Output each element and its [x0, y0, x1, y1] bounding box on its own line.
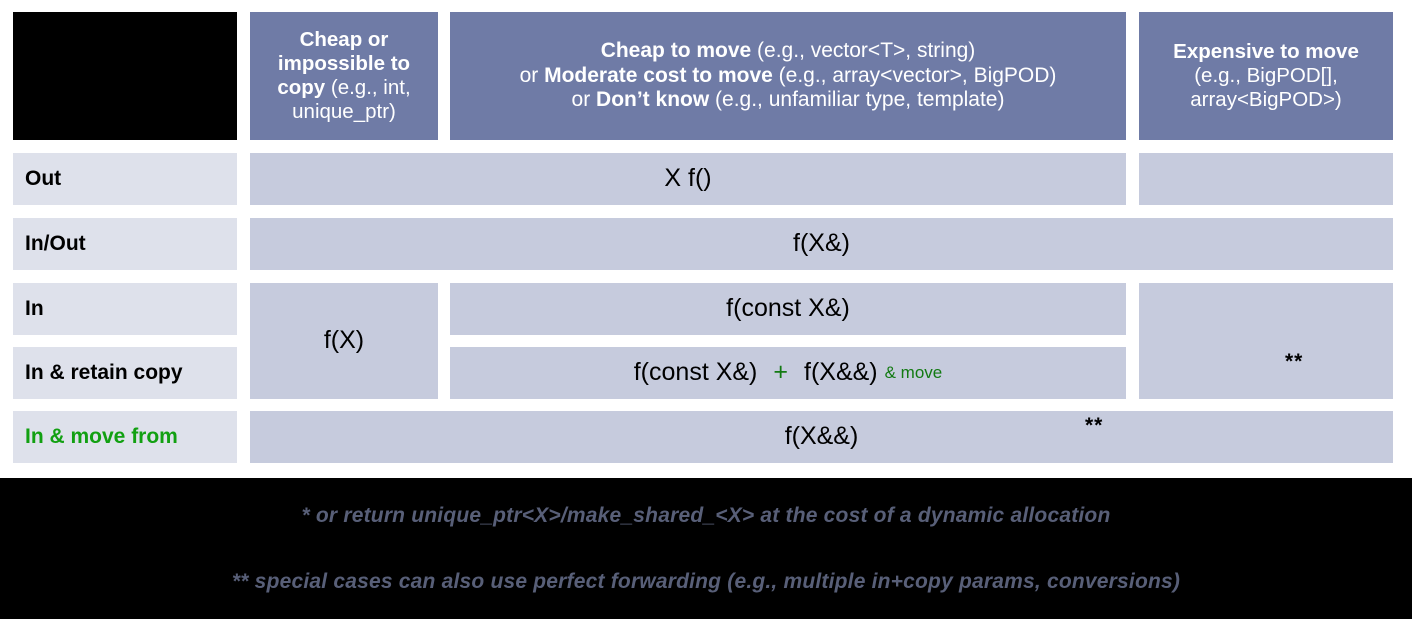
row-label-in-out: In/Out: [13, 218, 237, 270]
row-label-out: Out: [13, 153, 237, 205]
header-line-regular: array<BigPOD>): [1190, 88, 1342, 112]
header-line-regular: (e.g., BigPOD[],: [1194, 63, 1338, 87]
row-label-in-retain-copy: In & retain copy: [13, 347, 237, 399]
header-line-regular: (e.g., vector<T>, string): [751, 38, 976, 62]
cell-in-retain-copy-value: f(const X&) + f(X&&) & move **: [450, 347, 1302, 399]
retain-copy-suffix: & move: [884, 362, 943, 382]
header-line-prefix: or: [519, 63, 545, 87]
cell-in-out-value: f(X&): [250, 218, 1393, 270]
header-line-bold: Moderate cost to move: [544, 63, 773, 87]
asterisk-marker: **: [1285, 350, 1304, 373]
header-line-regular: (e.g., array<vector>, BigPOD): [772, 63, 1057, 87]
asterisk-marker: **: [1085, 414, 1104, 437]
header-line-prefix: or: [571, 88, 597, 112]
header-expensive-to-move: Expensive to move (e.g., BigPOD[], array…: [1139, 12, 1393, 140]
header-cheap-to-move: Cheap to move (e.g., vector<T>, string) …: [450, 12, 1126, 140]
cell-f-of-x: f(X): [250, 283, 438, 399]
header-line-bold: Expensive to move: [1173, 39, 1359, 63]
retain-copy-second: f(X&&): [804, 358, 878, 387]
cell-in-move-from-value: f(X&&) **: [250, 411, 1393, 463]
in-move-from-label: f(X&&): [784, 422, 859, 451]
header-line-bold: Cheap to move: [600, 38, 752, 62]
corner-block: [13, 12, 237, 140]
header-line-bold: Cheap or: [299, 27, 389, 51]
header-line-bold: copy: [277, 76, 326, 99]
cell-out-expensive-empty: [1139, 153, 1393, 205]
header-line-regular: (e.g., int,: [325, 76, 411, 99]
cell-out-value: X f(): [250, 153, 1126, 205]
row-label-in: In: [13, 283, 237, 335]
footnote-double-asterisk: ** special cases can also use perfect fo…: [231, 570, 1181, 593]
footer-notes-panel: * or return unique_ptr<X>/make_shared_<X…: [0, 478, 1412, 619]
header-line-bold: Don’t know: [596, 88, 710, 112]
header-line-bold: impossible to: [277, 51, 411, 75]
retain-copy-plus: +: [773, 358, 788, 387]
retain-copy-first: f(const X&): [633, 358, 758, 387]
row-label-in-move-from: In & move from: [13, 411, 237, 463]
cell-in-value: f(const X&): [450, 283, 1126, 335]
header-line-regular: unique_ptr): [292, 100, 396, 124]
header-cheap-or-impossible-to-copy: Cheap or impossible to copy (e.g., int, …: [250, 12, 438, 140]
cell-in-expensive-empty: [1139, 283, 1393, 399]
footnote-single-asterisk: * or return unique_ptr<X>/make_shared_<X…: [301, 504, 1111, 527]
header-line-regular: (e.g., unfamiliar type, template): [709, 88, 1005, 112]
